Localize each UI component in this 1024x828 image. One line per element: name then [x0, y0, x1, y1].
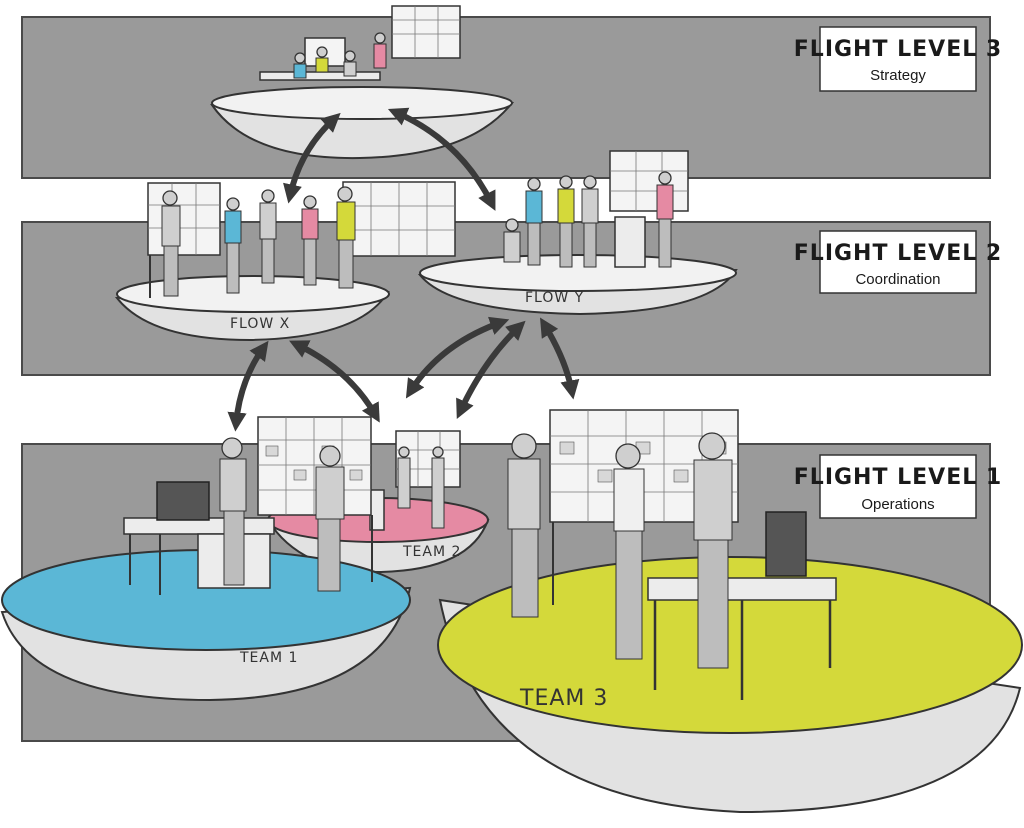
flow-y-label: FLOW Y — [525, 290, 584, 306]
arrow-flow-y-to-team-3 — [539, 317, 580, 400]
team-1-board — [257, 416, 372, 516]
flow-y-platform: FLOW Y — [417, 150, 738, 316]
level-2-label: FLIGHT LEVEL 2 Coordination — [794, 230, 1002, 294]
flow-y-board — [609, 150, 689, 212]
arrow-flow-y-to-team-2 — [456, 320, 526, 419]
team-1-monitor — [156, 481, 210, 521]
arrow-strategy-to-flow-y — [387, 107, 496, 211]
team-3-desk — [647, 577, 837, 601]
level-2-title: FLIGHT LEVEL 2 — [794, 241, 1002, 266]
connection-arrows — [227, 107, 580, 432]
team-3-platform: TEAM 3 — [437, 409, 1023, 814]
level-3-label: FLIGHT LEVEL 3 Strategy — [794, 26, 1002, 92]
level-3-subtitle: Strategy — [870, 67, 926, 84]
flow-x-board-1 — [147, 182, 221, 256]
strategy-table — [259, 71, 381, 81]
team-1-platform: TEAM 1 — [0, 416, 412, 702]
strategy-board — [391, 5, 461, 59]
arrow-flow-x-to-team-1 — [227, 340, 269, 432]
team-2-label: TEAM 2 — [402, 544, 461, 560]
team-3-label: TEAM 3 — [519, 686, 608, 711]
team-1-label: TEAM 1 — [239, 650, 298, 666]
level-1-label: FLIGHT LEVEL 1 Operations — [794, 454, 1002, 519]
level-3-title: FLIGHT LEVEL 3 — [794, 37, 1002, 62]
arrow-flow-x-to-team-2 — [289, 340, 380, 423]
level-2-subtitle: Coordination — [855, 271, 940, 288]
level-1-title: FLIGHT LEVEL 1 — [794, 465, 1002, 490]
arrow-strategy-to-flow-x — [283, 112, 341, 204]
team-3-monitor — [765, 511, 807, 577]
flow-y-printer — [614, 216, 646, 268]
flow-x-label: FLOW X — [230, 316, 290, 332]
level-1-subtitle: Operations — [861, 496, 934, 513]
